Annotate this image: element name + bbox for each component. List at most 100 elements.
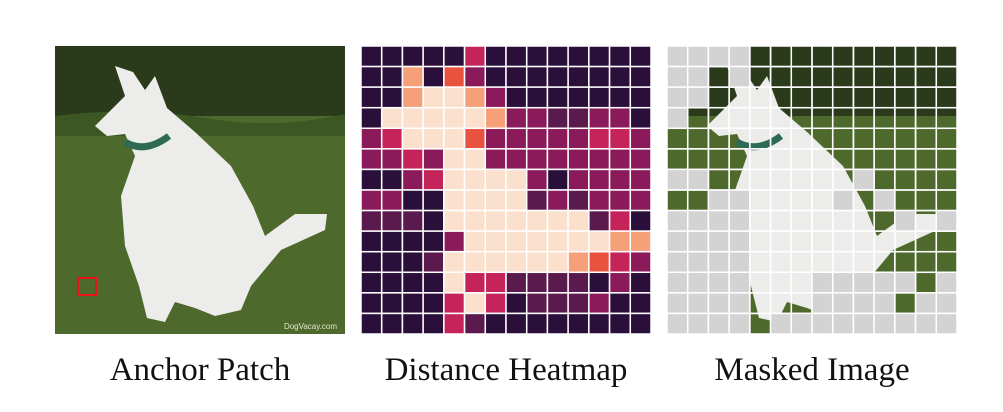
masked-cell: [667, 292, 689, 315]
masked-cell: [811, 312, 834, 334]
heatmap-cell: [505, 209, 528, 232]
masked-cell: [790, 312, 813, 334]
heatmap-cell: [629, 312, 651, 334]
masked-cell: [894, 209, 917, 232]
heatmap-cell: [525, 46, 549, 68]
heatmap-cell: [401, 106, 424, 130]
masked-cell: [707, 209, 730, 232]
masked-cell: [935, 209, 957, 232]
heatmap-cell: [567, 292, 590, 315]
masked-cell: [686, 46, 710, 68]
masked-cell: [852, 292, 875, 315]
heatmap-cell: [567, 271, 590, 294]
masked-dog-photo: [667, 46, 957, 334]
heatmap-cell: [443, 230, 466, 253]
masked-cell: [686, 250, 710, 274]
heatmap-cell: [463, 250, 487, 274]
heatmap-cell: [608, 46, 632, 68]
heatmap-cell: [422, 230, 445, 253]
heatmap-cell: [525, 86, 549, 109]
masked-cell: [728, 292, 751, 315]
heatmap-cell: [380, 168, 404, 191]
heatmap-cell: [443, 250, 466, 274]
heatmap-cell: [463, 271, 487, 294]
watermark: DogVacay.com: [284, 322, 337, 331]
heatmap-cell: [401, 271, 424, 294]
heatmap-cell: [463, 86, 487, 109]
heatmap-cell: [380, 106, 404, 130]
masked-cell: [935, 292, 957, 315]
heatmap-cell: [505, 292, 528, 315]
masked-cell: [728, 271, 751, 294]
masked-cell: [667, 230, 689, 253]
heatmap-cell: [422, 292, 445, 315]
heatmap-cell: [608, 312, 632, 334]
heatmap-cell: [422, 46, 445, 68]
masked-cell: [852, 168, 875, 191]
heatmap-cell: [608, 168, 632, 191]
dog-silhouette: [95, 66, 327, 322]
heatmap-cell: [608, 127, 632, 150]
heatmap-cell: [588, 127, 611, 150]
heatmap-cell: [608, 292, 632, 315]
masked-cell: [728, 230, 751, 253]
heatmap-cell: [525, 106, 549, 130]
masked-cell: [831, 189, 855, 212]
heatmap-cell: [525, 168, 549, 191]
heatmap-cell: [629, 86, 651, 109]
dog-silhouette-masked: [707, 66, 939, 322]
masked-cell: [686, 65, 710, 88]
heatmap-cell: [629, 230, 651, 253]
heatmap-cell: [567, 148, 590, 171]
heatmap-cell: [588, 189, 611, 212]
heatmap-cell: [401, 189, 424, 212]
heatmap-cell: [629, 292, 651, 315]
heatmap-cell: [525, 127, 549, 150]
heatmap-cell: [484, 230, 507, 253]
masked-cell: [831, 292, 855, 315]
heatmap-cell: [484, 312, 507, 334]
heatmap-cell: [546, 230, 569, 253]
heatmap-cell: [588, 65, 611, 88]
heatmap-cell: [422, 168, 445, 191]
heatmap-cell: [567, 209, 590, 232]
heatmap-cell: [443, 65, 466, 88]
heatmap-cell: [525, 209, 549, 232]
heatmap-cell: [484, 189, 507, 212]
heatmap-cell: [629, 148, 651, 171]
heatmap-cell: [525, 230, 549, 253]
heatmap-cell: [567, 46, 590, 68]
heatmap-cell: [463, 168, 487, 191]
heatmap-cell: [463, 127, 487, 150]
heatmap-cell: [443, 106, 466, 130]
heatmap-cell: [588, 271, 611, 294]
heatmap-cell: [588, 250, 611, 274]
heatmap-cell: [484, 106, 507, 130]
masked-cell: [667, 250, 689, 274]
heatmap-grid: [361, 46, 651, 334]
heatmap-cell: [546, 148, 569, 171]
heatmap-cell: [588, 168, 611, 191]
heatmap-cell: [484, 127, 507, 150]
heatmap-cell: [505, 250, 528, 274]
masked-cell: [873, 292, 896, 315]
heatmap-cell: [463, 106, 487, 130]
heatmap-cell: [546, 292, 569, 315]
heatmap-cell: [567, 230, 590, 253]
heatmap-cell: [484, 65, 507, 88]
heatmap-cell: [401, 168, 424, 191]
heatmap-cell: [422, 148, 445, 171]
heatmap-cell: [380, 271, 404, 294]
heatmap-cell: [567, 189, 590, 212]
heatmap-cell: [629, 271, 651, 294]
heatmap-cell: [484, 168, 507, 191]
masked-cell: [707, 292, 730, 315]
heatmap-cell: [443, 271, 466, 294]
heatmap-cell: [567, 250, 590, 274]
masked-cell: [935, 312, 957, 334]
masked-cell: [831, 271, 855, 294]
heatmap-cell: [463, 65, 487, 88]
heatmap-cell: [567, 86, 590, 109]
heatmap-cell: [588, 106, 611, 130]
heatmap-cell: [629, 46, 651, 68]
